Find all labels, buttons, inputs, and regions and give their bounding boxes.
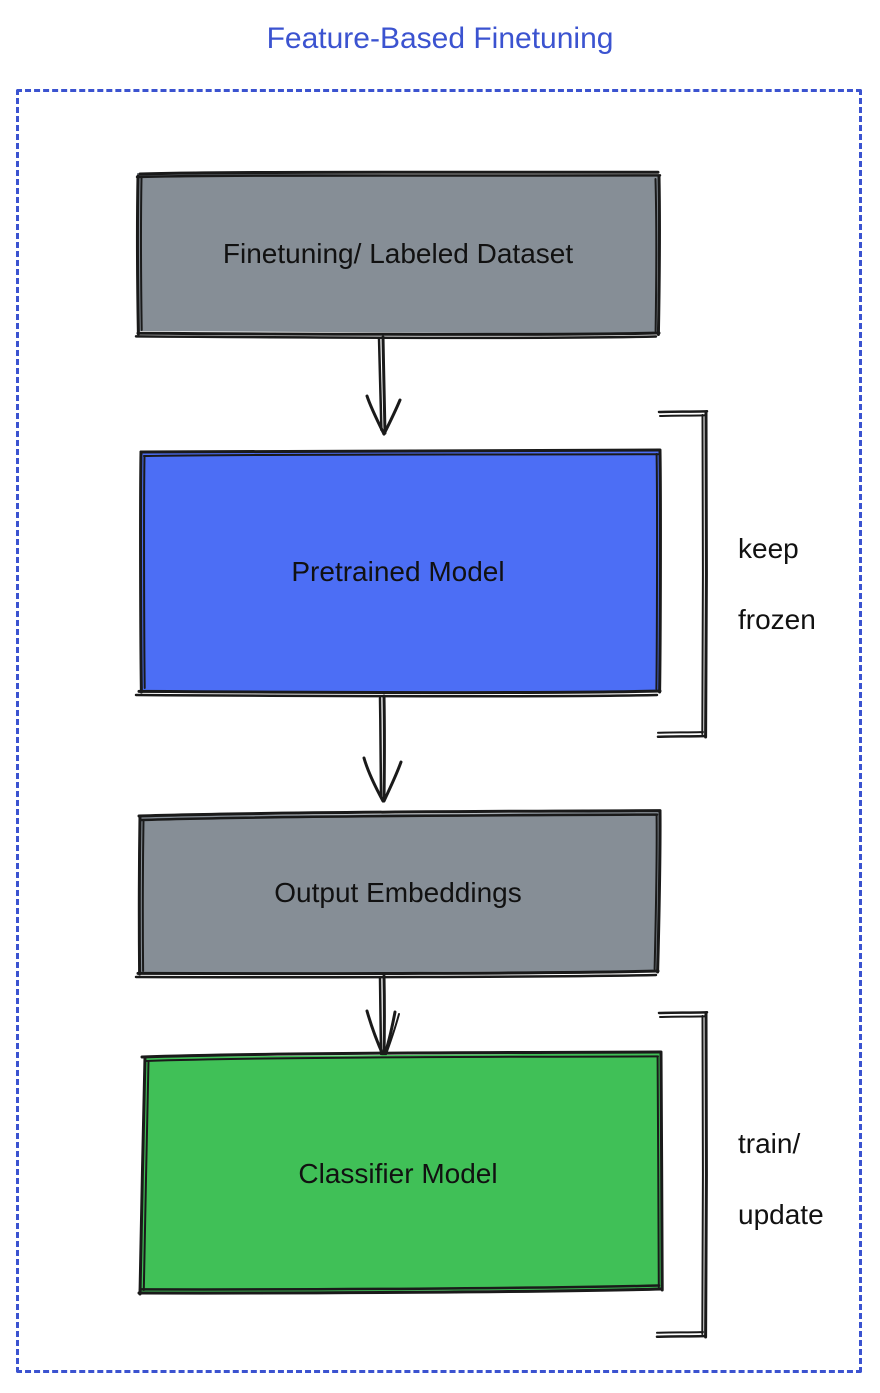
node-dataset-shape [134, 170, 662, 340]
node-output-embeddings[interactable]: Output Embeddings [136, 812, 660, 973]
bracket-train-update [655, 1010, 709, 1339]
node-pretrained-model[interactable]: Pretrained Model [136, 450, 660, 693]
arrow-pretrained-to-embeddings [362, 694, 403, 803]
node-classifier-shape [137, 1050, 664, 1296]
annotation-train-update-line2: update [738, 1199, 824, 1231]
annotation-train-update: train/ update [738, 1090, 824, 1269]
annotation-keep-frozen: keep frozen [738, 495, 816, 674]
node-output-embeddings-label: Output Embeddings [274, 877, 522, 908]
node-classifier-model-label: Classifier Model [298, 1157, 498, 1189]
page-title: Feature-Based Finetuning [266, 22, 614, 55]
node-dataset-label: Finetuning/ Labeled Dataset [222, 238, 574, 269]
arrow-dataset-to-pretrained [365, 335, 402, 436]
diagram-outer-container [16, 89, 862, 1373]
annotation-train-update-line1: train/ [738, 1127, 801, 1159]
node-pretrained-model-label: Pretrained Model [291, 556, 505, 587]
node-embeddings-shape [134, 809, 662, 979]
annotation-keep-frozen-line2: frozen [738, 604, 816, 636]
bracket-keep-frozen [656, 409, 709, 739]
node-classifier-model[interactable]: Classifier Model [136, 1053, 660, 1293]
node-dataset[interactable]: Finetuning/ Labeled Dataset [136, 172, 660, 335]
node-pretrained-shape [134, 448, 662, 698]
annotation-keep-frozen-line1: keep [738, 532, 799, 564]
